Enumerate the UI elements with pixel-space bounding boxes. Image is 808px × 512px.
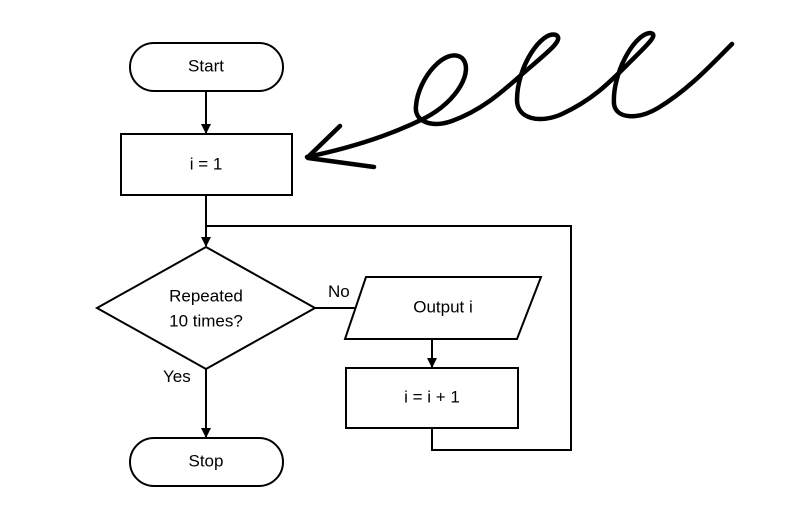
init-process-node: i = 1	[120, 133, 293, 196]
output-node-label: Output i	[413, 297, 473, 316]
increment-process-node: i = i + 1	[345, 367, 519, 429]
handwritten-arrow-annotation	[304, 30, 735, 170]
stop-node-label: Stop	[189, 451, 224, 470]
init-process-label: i = 1	[190, 154, 223, 173]
output-node: Output i	[343, 276, 543, 340]
start-node: Start	[129, 42, 284, 92]
start-node-label: Start	[188, 56, 224, 75]
no-edge-label: No	[328, 282, 350, 301]
increment-process-label: i = i + 1	[404, 387, 460, 406]
connectors	[201, 92, 572, 451]
yes-edge-label: Yes	[163, 367, 191, 386]
arrowhead-lower-stroke	[305, 155, 377, 170]
stop-node: Stop	[129, 437, 284, 487]
loop-back-line	[206, 225, 572, 451]
decision-label-line2: 10 times?	[169, 311, 243, 330]
decision-node: Repeated 10 times?	[94, 245, 318, 371]
arrowhead-upper-stroke	[305, 123, 343, 160]
decision-label-line1: Repeated	[169, 286, 243, 305]
cursive-loop-stroke	[304, 30, 735, 160]
